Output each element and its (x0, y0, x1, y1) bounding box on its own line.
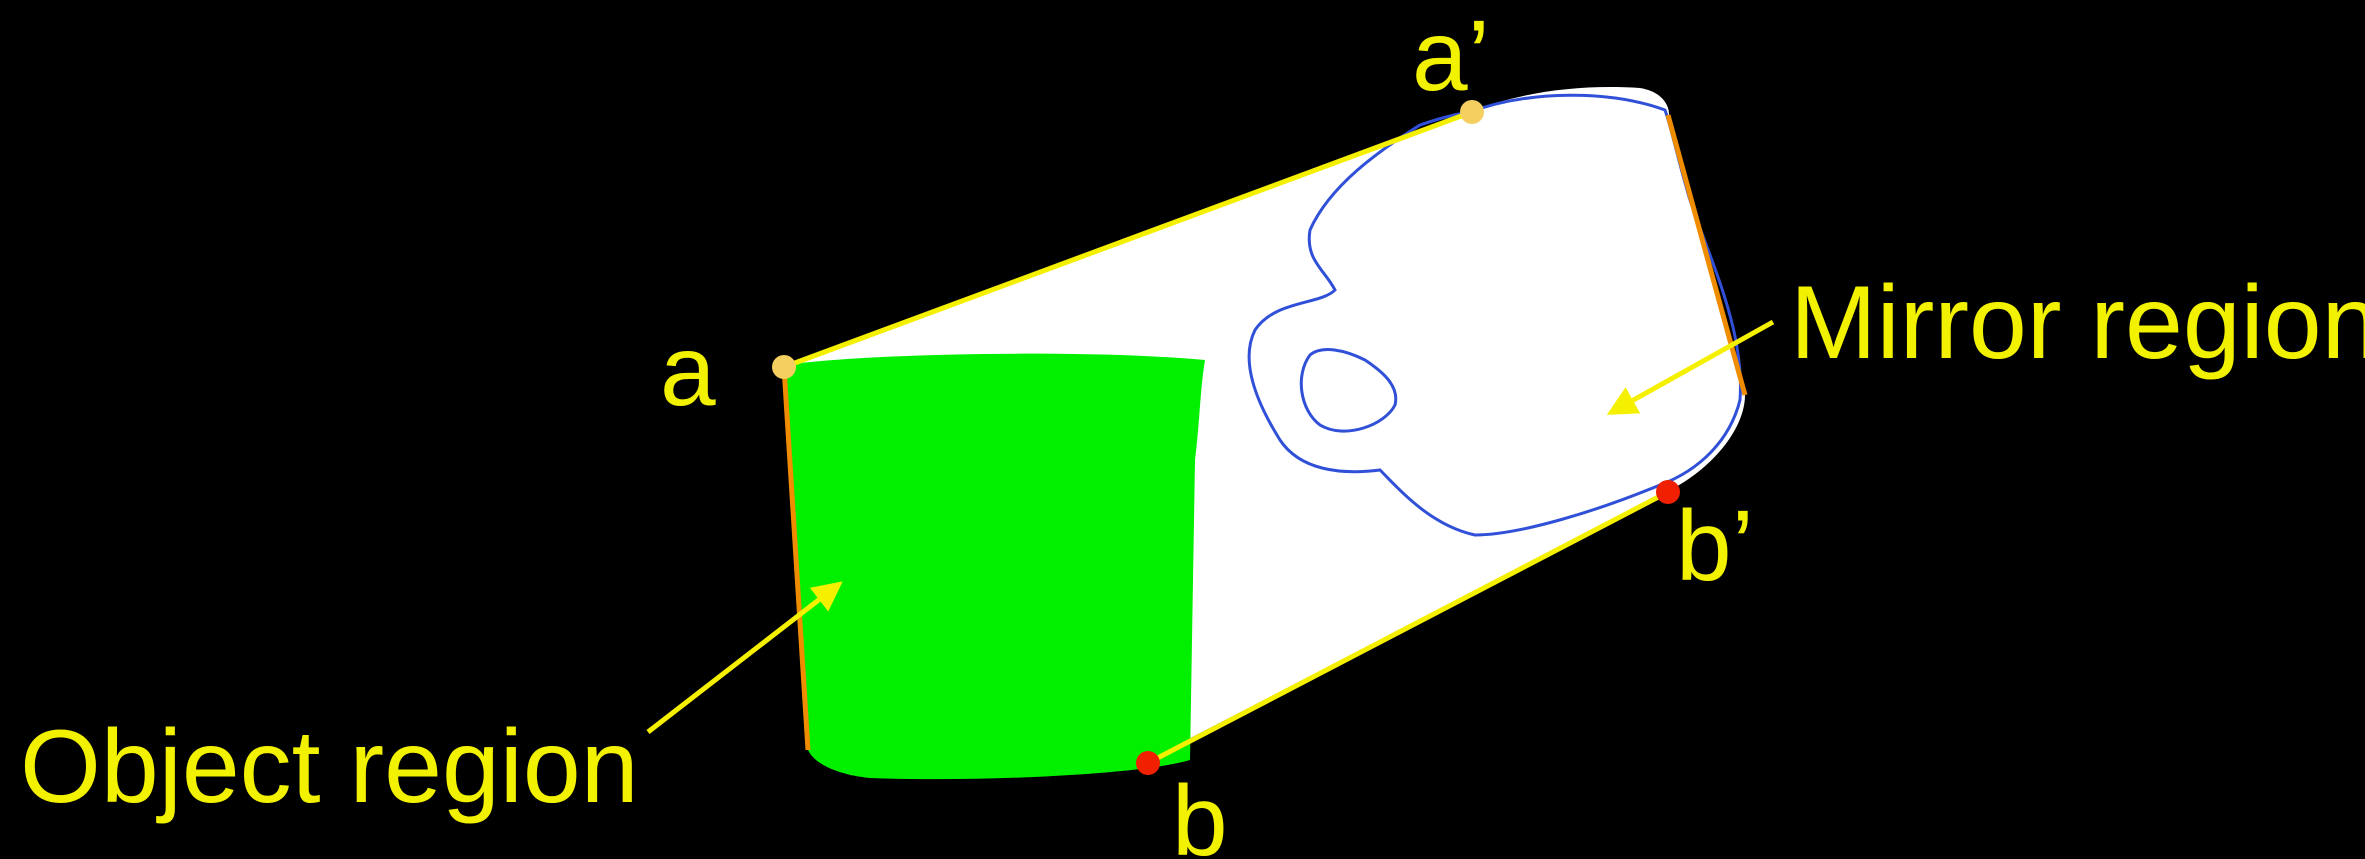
label-b-prime: b’ (1676, 490, 1754, 602)
point-a (772, 355, 796, 379)
object-region-shape (785, 353, 1205, 780)
point-b (1136, 751, 1160, 775)
mirror-mug-handle-hole (1299, 348, 1398, 433)
tangent-line-b (1146, 489, 1670, 766)
label-a: a (660, 315, 716, 427)
object-left-edge (781, 366, 811, 751)
mirror-right-edge (1665, 114, 1748, 396)
tangent-line-a (783, 109, 1473, 370)
object-region-arrow (646, 581, 843, 734)
point-b-prime (1656, 480, 1680, 504)
label-object-region: Object region (20, 709, 639, 825)
label-a-prime: a’ (1412, 0, 1490, 112)
label-b: b (1172, 765, 1228, 859)
mirror-region-arrow (1606, 319, 1775, 415)
mirror-mug-outline (1247, 93, 1742, 537)
point-a-prime (1460, 100, 1484, 124)
label-mirror-region: Mirror region (1790, 265, 2365, 381)
